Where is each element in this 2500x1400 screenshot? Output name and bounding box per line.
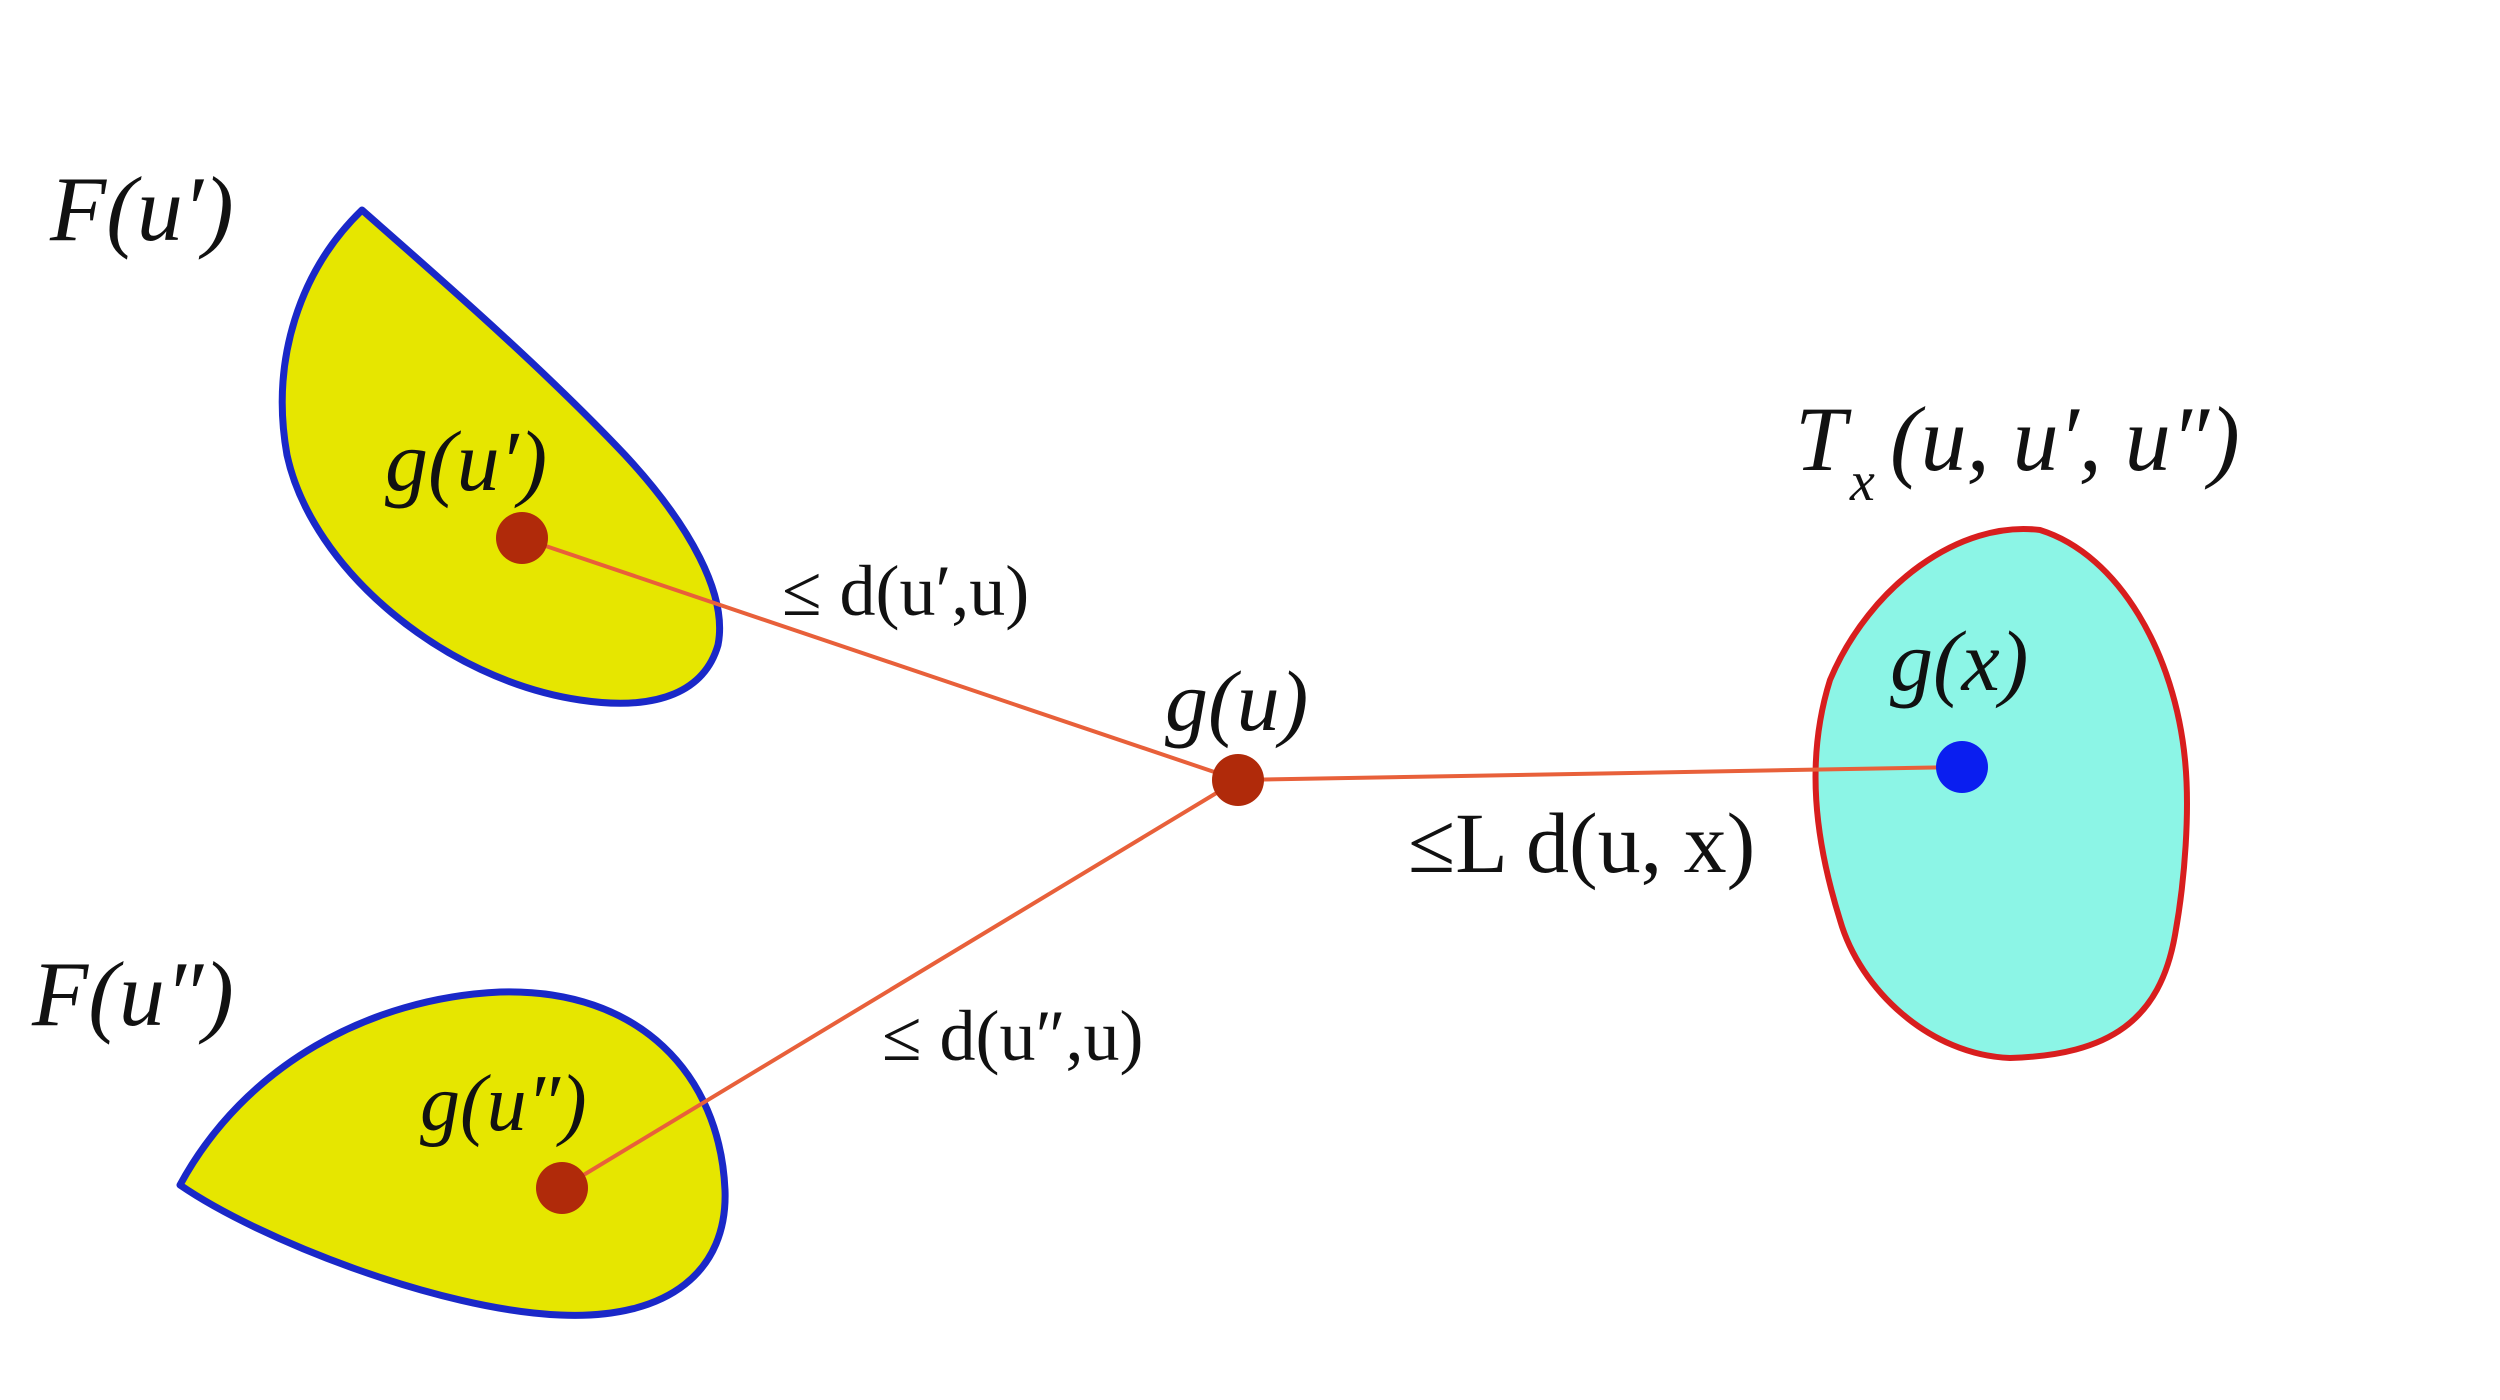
- label-T-x-subscript: x: [1849, 451, 1875, 513]
- point-g-u-prime: [496, 512, 548, 564]
- point-g-x: [1936, 741, 1988, 793]
- line-g-u-prime-to-g-u: [521, 536, 1239, 782]
- region-T-x: [1812, 526, 2190, 1061]
- region-F-u-prime: [278, 206, 724, 707]
- label-g-u-double-prime: g(u″): [420, 1060, 587, 1148]
- region-F-u-double-prime: [176, 988, 729, 1319]
- label-bound-upper: ≤ d(u′,u): [782, 551, 1029, 631]
- label-g-x: g(x): [1890, 613, 2028, 709]
- label-T-x-symbol: T: [1795, 388, 1852, 490]
- label-g-u-prime: g(u′): [385, 413, 547, 509]
- label-bound-lower: ≤ d(u″,u): [882, 996, 1143, 1076]
- line-g-u-to-g-x: [1237, 765, 1963, 782]
- label-g-u: g(u): [1165, 653, 1308, 749]
- label-F-u-double-prime: F(u″): [31, 943, 234, 1045]
- point-g-u-double-prime: [536, 1162, 588, 1214]
- label-T-x-arguments: (u, u′, u″): [1890, 388, 2240, 490]
- label-F-u-prime: F(u′): [49, 158, 234, 260]
- label-bound-right: ≤L d(u, x): [1408, 795, 1755, 891]
- line-g-u-double-prime-to-g-u: [560, 778, 1240, 1190]
- point-g-u: [1212, 754, 1264, 806]
